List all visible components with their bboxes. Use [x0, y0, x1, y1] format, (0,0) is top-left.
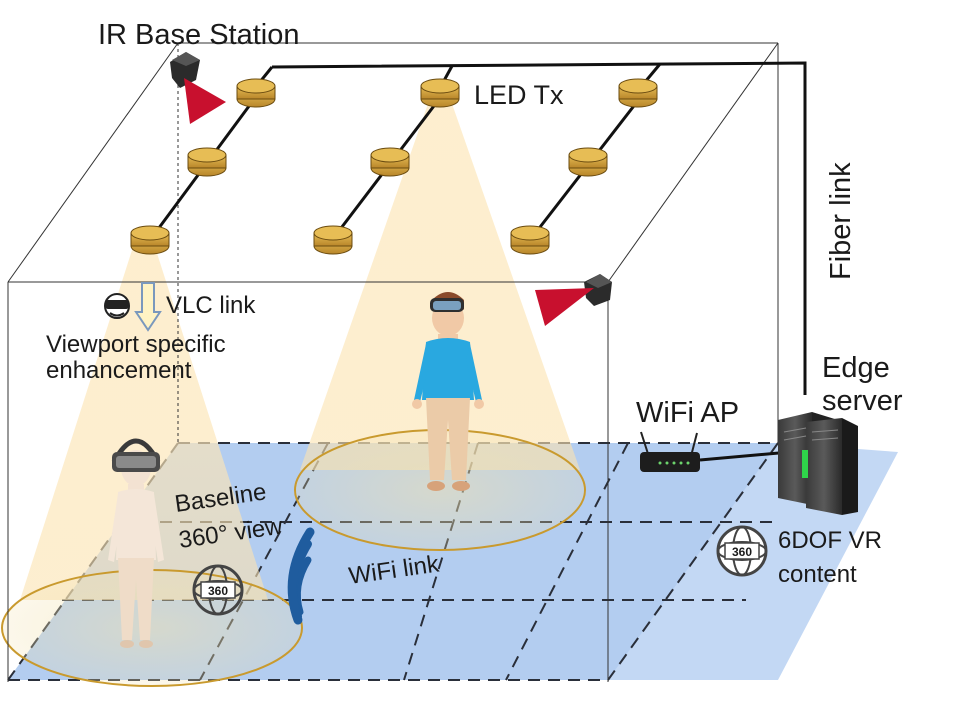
edge-server-label-line1: Edge	[822, 352, 890, 384]
vr-headset-icon	[104, 293, 130, 319]
led-transmitters	[130, 78, 658, 255]
360-icon-floor: 360	[192, 564, 244, 616]
user-enhanced	[412, 292, 484, 491]
vr-content-label-line1: 6DOF VR	[778, 527, 882, 554]
edge-server-label-line2: server	[822, 385, 903, 417]
user-baseline	[108, 438, 164, 648]
led-tx-7	[130, 225, 170, 255]
360-icon-content-text: 360	[732, 545, 752, 559]
led-tx-3	[618, 78, 658, 108]
viewport-enhancement-label-line1: Viewport specific	[46, 331, 226, 358]
wifi-ap-label: WiFi AP	[636, 397, 739, 429]
light-beams	[20, 98, 580, 600]
wifi-waves	[287, 527, 315, 625]
360-icon-floor-text: 360	[208, 584, 228, 598]
ir-base-station-label: IR Base Station	[98, 19, 300, 51]
fiber-link-label: Fiber link	[825, 162, 857, 280]
vlc-link-label: VLC link	[166, 292, 256, 319]
led-tx-9	[510, 225, 550, 255]
led-tx-4	[187, 147, 227, 177]
vlc-down-arrow-icon	[134, 282, 162, 332]
ir-emitter-right	[535, 288, 594, 326]
room-box	[7, 42, 779, 682]
led-tx-2	[420, 78, 460, 108]
led-tx-1	[236, 78, 276, 108]
ir-base-station-top	[170, 52, 226, 124]
ir-base-station-right	[535, 274, 612, 326]
led-tx-5	[370, 147, 410, 177]
360-icon-content: 360	[716, 525, 768, 577]
vr-content-label-line2: content	[778, 561, 857, 588]
ir-emitter-top	[184, 78, 226, 124]
led-tx-label: LED Tx	[474, 80, 564, 110]
wifi-ap-device	[640, 431, 791, 472]
led-tx-8	[313, 225, 353, 255]
viewport-enhancement-label-line2: enhancement	[46, 357, 192, 384]
edge-server-device	[778, 412, 858, 515]
led-tx-6	[568, 147, 608, 177]
